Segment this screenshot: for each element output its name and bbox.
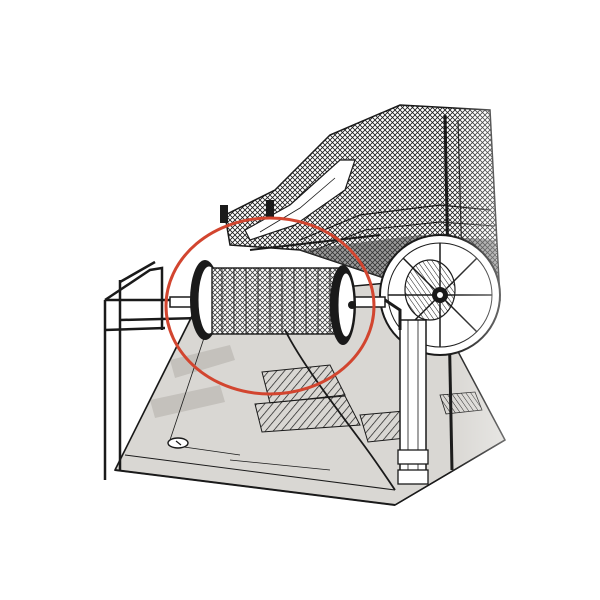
top-edge-fade (0, 0, 600, 600)
winch-spool-illustration (0, 0, 600, 600)
